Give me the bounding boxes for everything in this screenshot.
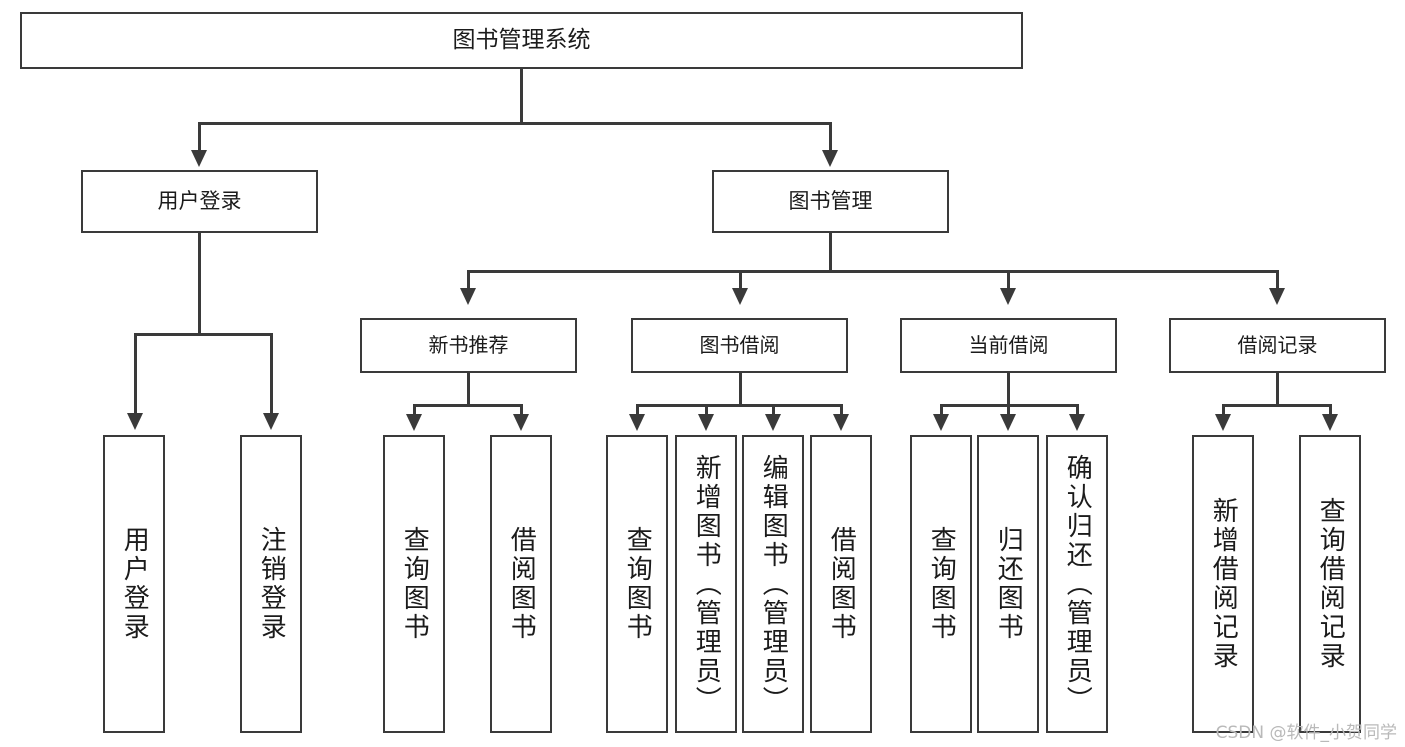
node-current-borrow[interactable]: 当前借阅 bbox=[900, 318, 1117, 373]
connector-root-stem bbox=[520, 69, 523, 124]
arrow-to-leaf-return-book bbox=[1000, 414, 1016, 431]
node-leaf-logout-login-label: 注销登录 bbox=[256, 526, 287, 642]
connector-bookmanage-drop-4 bbox=[1276, 270, 1279, 290]
arrow-to-leaf-edit-book bbox=[765, 414, 781, 431]
arrow-to-leaf-query-book-2 bbox=[629, 414, 645, 431]
arrow-to-current-borrow bbox=[1000, 288, 1016, 305]
node-leaf-borrow-book-2-label: 借阅图书 bbox=[826, 526, 857, 642]
arrow-to-user-login bbox=[191, 150, 207, 167]
connector-currentborrow-drop-2 bbox=[1007, 404, 1010, 416]
node-leaf-add-book[interactable]: 新增图书（管理员） bbox=[675, 435, 737, 733]
node-user-login-label: 用户登录 bbox=[157, 189, 242, 214]
node-leaf-return-book[interactable]: 归还图书 bbox=[977, 435, 1039, 733]
node-book-borrow-label: 图书借阅 bbox=[699, 333, 780, 357]
connector-bookmanage-drop-2 bbox=[739, 270, 742, 290]
csdn-watermark: CSDN @软件_小贺同学 bbox=[1215, 723, 1397, 743]
connector-borrowrecord-drop-2 bbox=[1329, 404, 1332, 416]
connector-bookmanage-drop-1 bbox=[467, 270, 470, 290]
arrow-to-borrow-record bbox=[1269, 288, 1285, 305]
connector-currentborrow-stem bbox=[1007, 373, 1010, 406]
arrow-to-leaf-query-book-3 bbox=[933, 414, 949, 431]
connector-root-drop-right bbox=[829, 122, 832, 150]
connector-bookborrow-bus bbox=[636, 404, 843, 407]
connector-userlogin-drop-1 bbox=[134, 333, 137, 415]
connector-newbook-drop-2 bbox=[520, 404, 523, 416]
node-leaf-user-login-label: 用户登录 bbox=[119, 526, 150, 642]
node-leaf-query-book-2[interactable]: 查询图书 bbox=[606, 435, 668, 733]
node-leaf-confirm-return[interactable]: 确认归还（管理员） bbox=[1046, 435, 1108, 733]
connector-borrowrecord-stem bbox=[1276, 373, 1279, 406]
node-user-login[interactable]: 用户登录 bbox=[81, 170, 318, 233]
arrow-to-book-manage bbox=[822, 150, 838, 167]
node-leaf-query-book-3[interactable]: 查询图书 bbox=[910, 435, 972, 733]
node-new-book-rec[interactable]: 新书推荐 bbox=[360, 318, 577, 373]
connector-newbook-drop-1 bbox=[413, 404, 416, 416]
node-leaf-add-record-label: 新增借阅记录 bbox=[1208, 497, 1239, 671]
arrow-to-leaf-add-record bbox=[1215, 414, 1231, 431]
connector-root-drop-left bbox=[198, 122, 201, 150]
node-leaf-add-record[interactable]: 新增借阅记录 bbox=[1192, 435, 1254, 733]
arrow-to-leaf-user-login bbox=[127, 413, 143, 430]
connector-newbook-stem bbox=[467, 373, 470, 406]
node-leaf-edit-book[interactable]: 编辑图书（管理员） bbox=[742, 435, 804, 733]
node-leaf-user-login[interactable]: 用户登录 bbox=[103, 435, 165, 733]
node-book-manage-label: 图书管理 bbox=[788, 189, 873, 214]
node-leaf-logout-login[interactable]: 注销登录 bbox=[240, 435, 302, 733]
node-book-manage[interactable]: 图书管理 bbox=[712, 170, 949, 233]
connector-borrowrecord-bus bbox=[1222, 404, 1332, 407]
node-root-label: 图书管理系统 bbox=[452, 27, 591, 54]
node-book-borrow[interactable]: 图书借阅 bbox=[631, 318, 848, 373]
node-leaf-borrow-book-1[interactable]: 借阅图书 bbox=[490, 435, 552, 733]
arrow-to-leaf-borrow-book-2 bbox=[833, 414, 849, 431]
arrow-to-leaf-query-book-1 bbox=[406, 414, 422, 431]
connector-currentborrow-drop-1 bbox=[940, 404, 943, 416]
node-leaf-query-book-1-label: 查询图书 bbox=[399, 526, 430, 642]
node-leaf-query-record[interactable]: 查询借阅记录 bbox=[1299, 435, 1361, 733]
connector-currentborrow-drop-3 bbox=[1076, 404, 1079, 416]
connector-userlogin-drop-2 bbox=[270, 333, 273, 415]
arrow-to-book-borrow bbox=[732, 288, 748, 305]
node-leaf-borrow-book-1-label: 借阅图书 bbox=[506, 526, 537, 642]
node-leaf-query-book-1[interactable]: 查询图书 bbox=[383, 435, 445, 733]
connector-borrowrecord-drop-1 bbox=[1222, 404, 1225, 416]
connector-bookborrow-drop-2 bbox=[705, 404, 708, 416]
connector-bookmanage-drop-3 bbox=[1007, 270, 1010, 290]
node-leaf-query-book-3-label: 查询图书 bbox=[926, 526, 957, 642]
connector-bookborrow-drop-4 bbox=[840, 404, 843, 416]
arrow-to-leaf-query-record bbox=[1322, 414, 1338, 431]
node-leaf-borrow-book-2[interactable]: 借阅图书 bbox=[810, 435, 872, 733]
node-leaf-edit-book-label: 编辑图书（管理员） bbox=[758, 453, 789, 715]
node-leaf-confirm-return-label: 确认归还（管理员） bbox=[1062, 453, 1093, 715]
connector-bookmanage-bus bbox=[467, 270, 1279, 273]
connector-userlogin-bus bbox=[134, 333, 273, 336]
connector-bookborrow-drop-3 bbox=[772, 404, 775, 416]
connector-bookmanage-stem bbox=[829, 233, 832, 272]
node-leaf-query-record-label: 查询借阅记录 bbox=[1315, 497, 1346, 671]
arrow-to-leaf-add-book bbox=[698, 414, 714, 431]
arrow-to-leaf-borrow-book-1 bbox=[513, 414, 529, 431]
connector-bookborrow-stem bbox=[739, 373, 742, 406]
arrow-to-leaf-logout-login bbox=[263, 413, 279, 430]
connector-root-bus bbox=[198, 122, 832, 125]
connector-bookborrow-drop-1 bbox=[636, 404, 639, 416]
node-root[interactable]: 图书管理系统 bbox=[20, 12, 1023, 69]
node-borrow-record-label: 借阅记录 bbox=[1237, 333, 1318, 357]
connector-userlogin-stem bbox=[198, 233, 201, 335]
connector-newbook-bus bbox=[413, 404, 523, 407]
arrow-to-new-book-rec bbox=[460, 288, 476, 305]
node-leaf-return-book-label: 归还图书 bbox=[993, 526, 1024, 642]
node-leaf-query-book-2-label: 查询图书 bbox=[622, 526, 653, 642]
node-leaf-add-book-label: 新增图书（管理员） bbox=[691, 453, 722, 715]
arrow-to-leaf-confirm-return bbox=[1069, 414, 1085, 431]
node-current-borrow-label: 当前借阅 bbox=[968, 333, 1049, 357]
node-borrow-record[interactable]: 借阅记录 bbox=[1169, 318, 1386, 373]
node-new-book-rec-label: 新书推荐 bbox=[428, 333, 509, 357]
